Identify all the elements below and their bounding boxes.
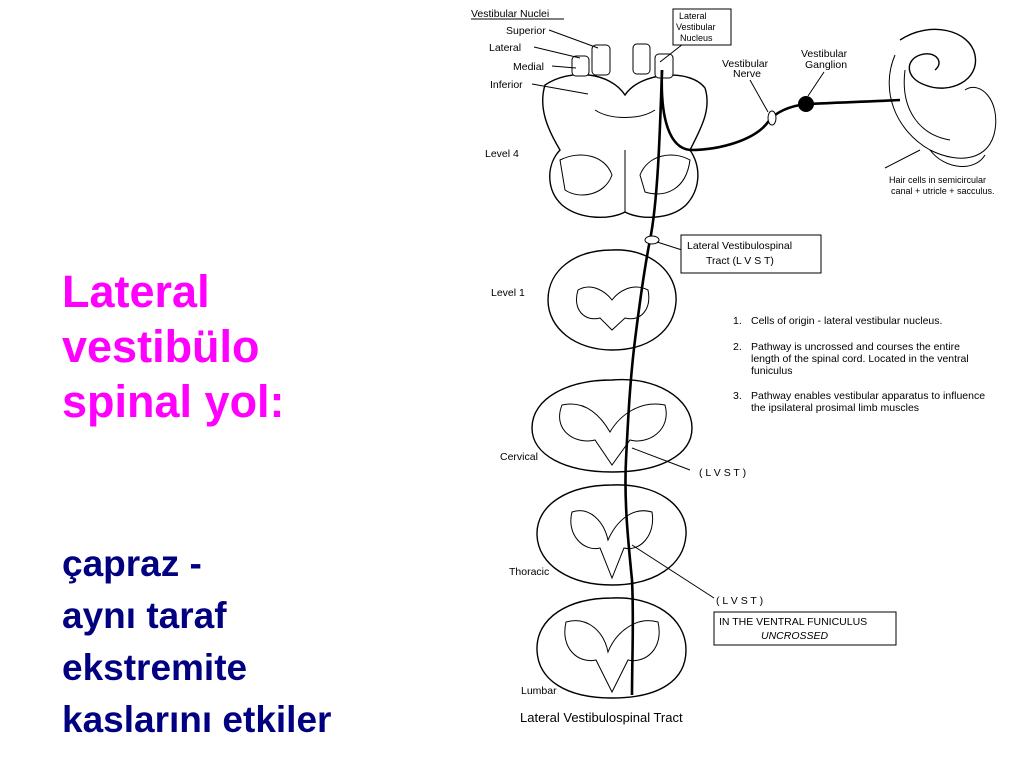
lvst-label: ( L V S T ) (699, 467, 746, 479)
level-label: Cervical (500, 451, 538, 463)
hair-cells-label: canal + utricle + sacculus. (891, 186, 995, 196)
svg-text:Lateral Vestibulospinal: Lateral Vestibulospinal (687, 240, 792, 252)
title-line: vestibülo (62, 321, 260, 372)
nucleus-label: Medial (513, 61, 544, 73)
hair-cells-label: Hair cells in semicircular (889, 175, 986, 185)
svg-text:Pathway is uncrossed and cours: Pathway is uncrossed and courses the ent… (751, 341, 960, 353)
svg-text:Cells of origin - lateral vest: Cells of origin - lateral vestibular nuc… (751, 315, 942, 327)
lvn-box (672, 8, 732, 46)
level-label: Lumbar (521, 685, 557, 697)
nucleus-label: Superior (506, 25, 546, 37)
svg-text:Pathway enables vestibular app: Pathway enables vestibular apparatus to … (751, 390, 985, 402)
svg-text:Lateral: Lateral (679, 11, 707, 21)
nucleus-label: Inferior (490, 79, 523, 91)
level-label: Level 4 (485, 148, 519, 160)
svg-text:funiculus: funiculus (751, 365, 792, 377)
nuclei-columns (571, 43, 674, 79)
svg-text:UNCROSSED: UNCROSSED (761, 630, 829, 642)
slide-title: Lateral vestibülo spinal yol: (62, 264, 285, 429)
nuclei-heading: Vestibular Nuclei (471, 8, 549, 20)
funiculus-box (713, 611, 897, 646)
subtitle-line: çapraz - (62, 543, 202, 584)
title-line: Lateral (62, 266, 210, 317)
level-label: Level 1 (491, 287, 525, 299)
ganglion-label: Ganglion (805, 59, 847, 71)
level-label: Thoracic (509, 566, 549, 578)
diagram-caption: Lateral Vestibulospinal Tract (520, 710, 683, 725)
svg-text:1.: 1. (733, 315, 742, 327)
lateral-vestibulospinal-tract (624, 69, 664, 696)
tract-box (680, 234, 822, 274)
cervical-section (531, 378, 693, 473)
lvst-label: ( L V S T ) (716, 595, 763, 607)
nerve-label: Nerve (733, 68, 761, 80)
nerve-label: Vestibular (722, 58, 769, 70)
notes-list: 1. Cells of origin - lateral vestibular … (733, 315, 985, 414)
subtitle-line: kaslarını etkiler (62, 699, 332, 740)
inner-ear (888, 28, 997, 167)
svg-text:length of the spinal cord. Loc: length of the spinal cord. Located in th… (751, 353, 969, 365)
nucleus-label: Lateral (489, 42, 521, 54)
ganglion-label: Vestibular (801, 48, 848, 60)
svg-text:3.: 3. (733, 390, 742, 402)
svg-text:Vestibular: Vestibular (676, 22, 716, 32)
svg-text:2.: 2. (733, 341, 742, 353)
subtitle-line: aynı taraf (62, 595, 227, 636)
vestibular-ganglion-dot (798, 96, 814, 112)
svg-text:the ipsilateral prosimal limb: the ipsilateral prosimal limb muscles (751, 402, 919, 414)
svg-text:Nucleus: Nucleus (680, 33, 713, 43)
subtitle-line: ekstremite (62, 647, 248, 688)
vestibular-nerve-path (660, 69, 901, 152)
svg-text:IN THE VENTRAL FUNICULUS: IN THE VENTRAL FUNICULUS (719, 616, 867, 628)
title-line: spinal yol: (62, 376, 285, 427)
svg-text:Tract (L V S T): Tract (L V S T) (706, 255, 774, 267)
brainstem-section (541, 73, 708, 219)
slide-subtitle: çapraz - aynı taraf ekstremite kaslarını… (62, 538, 331, 746)
